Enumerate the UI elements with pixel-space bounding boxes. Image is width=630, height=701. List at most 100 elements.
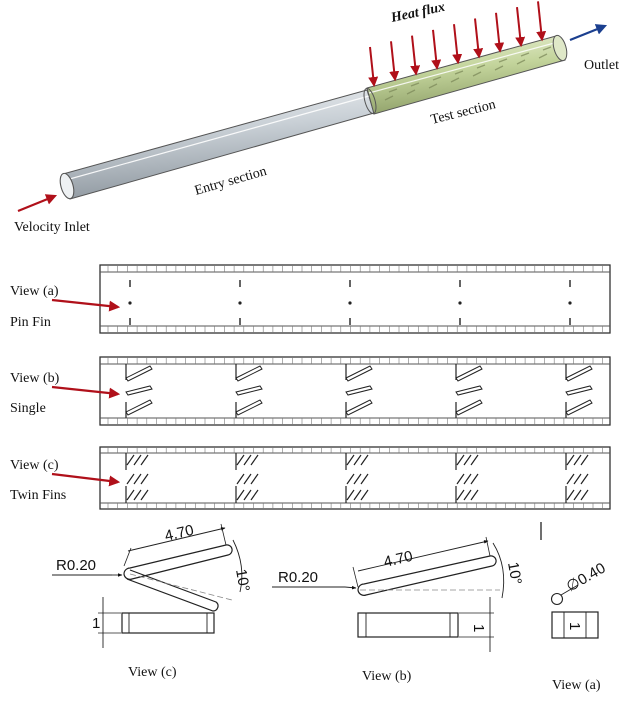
detail-b-length: 4.70 [382,548,414,571]
outlet-label: Outlet [584,58,619,73]
twin-fin [236,473,259,485]
detail-b-height: 1 [470,624,487,632]
view-a-label: View (a) [10,284,59,299]
twin-fin [566,473,589,485]
twin-fin [456,489,479,501]
fin-hint [454,70,464,75]
heat-flux-arrow [389,41,400,82]
view-b-single-fin-section [99,356,611,426]
detail-c-angle: 10° [232,568,253,593]
single-fin [345,399,373,416]
fin-hint [388,88,398,93]
detail-view-b: 4.70 R0.20 10° 1 View (b) [272,536,525,684]
heat-flux-arrow [536,1,547,42]
twin-fin [566,489,589,501]
detail-c-caption: View (c) [128,665,177,680]
fin-hint [476,64,486,69]
test-section-fins [384,46,552,101]
detail-a-diameter: ∅0.40 [564,560,609,596]
view-c-type: Twin Fins [10,488,66,503]
fin-hint [538,53,548,59]
inlet-end [59,172,75,200]
fin-hint [410,82,420,87]
view-c-arrow [51,472,121,487]
twin-fin [346,473,369,485]
fin-hint [432,76,442,81]
test-section-label: Test section [429,97,497,128]
heat-flux-arrow [431,29,442,70]
twin-fin [126,473,149,485]
velocity-inlet-label: Velocity Inlet [14,220,90,235]
pin-fin-dot [348,301,352,305]
heat-flux-arrow [452,24,463,65]
single-fin [455,365,483,382]
twin-fin [346,454,369,466]
pin-fin-dot [568,301,572,305]
single-fin [235,399,263,416]
outlet-arrow [569,24,608,42]
detail-c-length: 4.70 [163,522,195,545]
twin-fin [456,473,479,485]
single-fin [565,399,593,416]
single-fin [345,365,373,382]
single-fin [235,385,263,396]
fin-hint [494,65,504,71]
view-b-arrow [51,385,121,399]
outlet-end [552,34,568,62]
detail-b-radius: R0.20 [278,569,318,586]
entry-section-label: Entry section [193,164,269,199]
twin-fin [456,454,479,466]
detail-a-caption: View (a) [552,678,601,693]
pin-fin-dot [458,301,462,305]
single-fin [125,385,153,396]
detail-b-caption: View (b) [362,669,412,684]
detail-view-c: 4.70 R0.20 10° 1 View (c) [52,522,253,680]
pipe-assembly [59,34,568,200]
heat-flux-arrow [368,46,379,87]
single-fin [235,365,263,382]
heat-flux-arrow [494,12,505,53]
heat-flux-arrow [515,6,526,48]
heat-flux-arrows [368,1,547,87]
fin-hint [472,71,482,77]
twin-fin [126,489,149,501]
pin-fin-dot [238,301,242,305]
detail-c-radius: R0.20 [56,557,96,574]
view-c-label: View (c) [10,458,59,473]
view-a-arrow [51,298,121,312]
inlet-arrow [17,194,58,213]
detail-a-height: 1 [566,622,583,630]
twin-fin [236,489,259,501]
twin-fin [346,489,369,501]
fin-hint [384,95,394,101]
view-a-pin-fin-section [99,264,611,334]
single-fin [455,399,483,416]
single-fin [125,365,153,382]
twin-fin [566,454,589,466]
view-a-type: Pin Fin [10,315,51,330]
twin-fin [126,454,149,466]
heat-flux-arrow [410,35,421,76]
twin-fin [236,454,259,466]
fin-hint [450,77,460,83]
fin-hint [516,59,526,65]
detail-view-a: ∅0.40 1 View (a) [550,560,609,693]
heat-flux-label: Heat flux [389,0,447,26]
fin-hint [406,89,416,95]
fin-hint [428,83,438,89]
view-b-label: View (b) [10,371,60,386]
pin-fin-dot [128,301,132,305]
fin-hint [498,58,508,63]
detail-c-height: 1 [92,615,100,632]
single-fin [125,399,153,416]
heat-flux-arrow [473,18,484,59]
single-fin [565,385,593,396]
fin-hint [542,46,552,51]
fin-hint [520,52,530,57]
view-b-type: Single [10,401,46,416]
detail-b-angle: 10° [504,561,525,586]
single-fin [565,365,593,382]
single-fin [455,385,483,396]
